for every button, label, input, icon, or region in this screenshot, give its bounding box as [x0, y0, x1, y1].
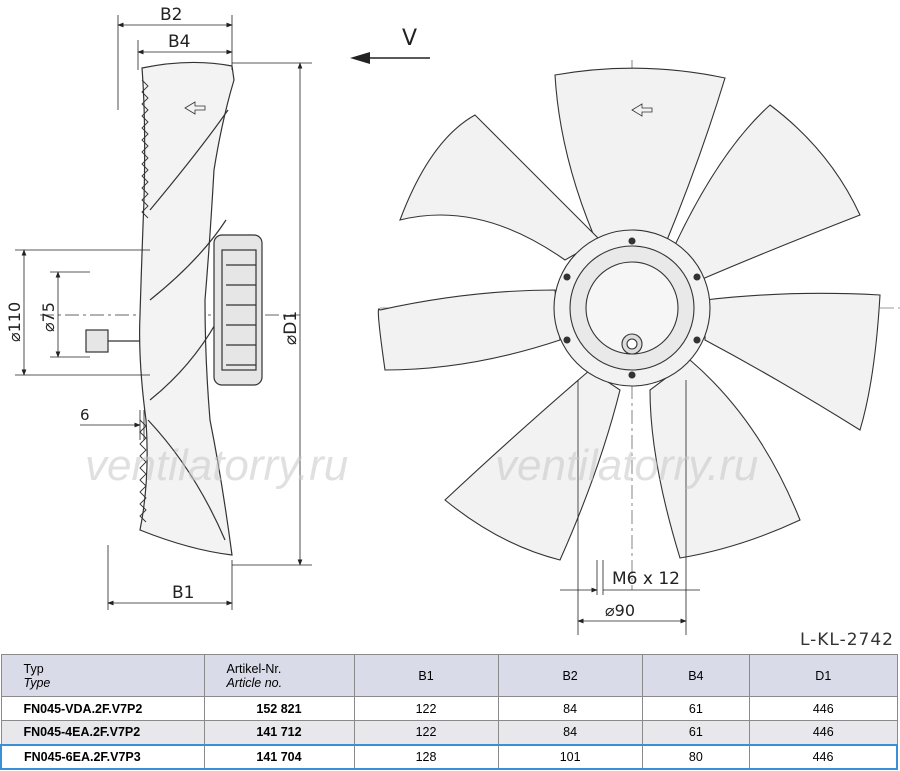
side-view-dimensions	[15, 15, 312, 610]
cell-b2: 101	[497, 743, 643, 770]
col-type-label: Typ	[23, 661, 44, 676]
dim-b2: B2	[160, 5, 182, 25]
col-d1: D1	[749, 654, 898, 697]
specification-table: Typ Type Artikel-Nr. Article no. B1 B2 B…	[0, 654, 899, 770]
table-header-row: Typ Type Artikel-Nr. Article no. B1 B2 B…	[0, 654, 898, 697]
cell-b4: 61	[641, 696, 751, 721]
dim-d110: ⌀110	[5, 302, 24, 342]
dim-six: 6	[80, 406, 90, 424]
svg-text:V: V	[402, 26, 417, 51]
table-row-selected[interactable]: FN045-6EA.2F.V7P3 141 704 128 101 80 446	[0, 743, 899, 770]
side-view	[40, 61, 300, 556]
col-article-label: Artikel-Nr.	[226, 661, 282, 676]
cell-article: 141 704	[203, 743, 355, 770]
cell-b4: 61	[641, 720, 751, 745]
airflow-arrow-v: V	[350, 26, 430, 64]
cell-d1: 446	[749, 696, 898, 721]
dim-b1: B1	[172, 583, 194, 603]
table-row[interactable]: FN045-4EA.2F.V7P2 141 712 122 84 61 446	[0, 720, 898, 745]
dim-d90: ⌀90	[605, 601, 635, 620]
front-view	[377, 60, 900, 590]
drawing-code: L-KL-2742	[799, 630, 894, 650]
dim-m6: M6 x 12	[612, 569, 680, 589]
cell-type: FN045-6EA.2F.V7P3	[0, 743, 205, 770]
cell-b1: 122	[353, 696, 499, 721]
cell-article: 152 821	[203, 696, 355, 721]
col-article: Artikel-Nr. Article no.	[203, 654, 355, 697]
front-view-dimensions	[560, 380, 700, 635]
cell-b1: 122	[353, 720, 499, 745]
cell-d1: 446	[749, 743, 899, 770]
cell-b1: 128	[353, 743, 499, 770]
watermark-right: ventilatorry.ru	[495, 441, 758, 490]
col-b2: B2	[497, 654, 643, 697]
fan-technical-drawing: B2 B4 B1 ⌀D1 ⌀110 ⌀75 6 V	[5, 5, 900, 635]
cell-type: FN045-4EA.2F.V7P2	[0, 720, 205, 745]
watermark-left: ventilatorry.ru	[85, 441, 348, 490]
dim-d1: ⌀D1	[281, 311, 301, 345]
cell-d1: 446	[749, 720, 898, 745]
cell-b2: 84	[497, 720, 643, 745]
col-article-sublabel: Article no.	[226, 675, 283, 690]
col-b4: B4	[641, 654, 751, 697]
dim-b4: B4	[168, 32, 190, 52]
cell-article: 141 712	[203, 720, 355, 745]
col-type-sublabel: Type	[23, 675, 51, 690]
dim-d75: ⌀75	[39, 302, 58, 332]
cell-type: FN045-VDA.2F.V7P2	[0, 696, 205, 721]
cell-b4: 80	[641, 743, 751, 770]
col-type: Typ Type	[0, 654, 205, 697]
table-row[interactable]: FN045-VDA.2F.V7P2 152 821 122 84 61 446	[0, 696, 898, 721]
col-b1: B1	[353, 654, 499, 697]
cell-b2: 84	[497, 696, 643, 721]
